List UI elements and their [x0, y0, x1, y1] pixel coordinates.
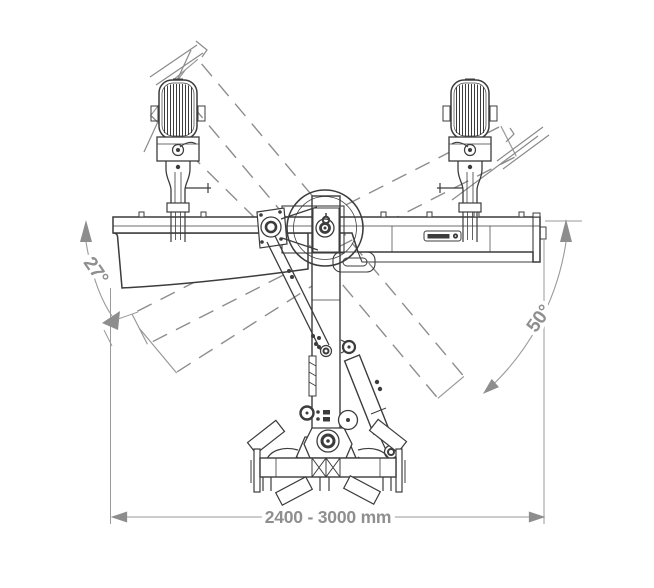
- tines: [262, 477, 392, 491]
- angle-right-arc: [482, 219, 582, 394]
- machine-body: [112, 78, 547, 506]
- tension-arm: [266, 235, 333, 358]
- width-label: 2400 - 3000 mm: [265, 507, 392, 527]
- angle-left-arc: [80, 220, 139, 347]
- brand-plate: [423, 230, 462, 242]
- flail-blade: [274, 476, 314, 506]
- flail-blade: [368, 418, 408, 454]
- flail-blade: [246, 419, 286, 455]
- support-bar: [250, 448, 406, 506]
- belt-housing: [256, 189, 376, 273]
- angle-left-label: 27°: [79, 253, 112, 288]
- angle-right-label: 50°: [523, 301, 556, 336]
- flail-blade: [342, 475, 382, 505]
